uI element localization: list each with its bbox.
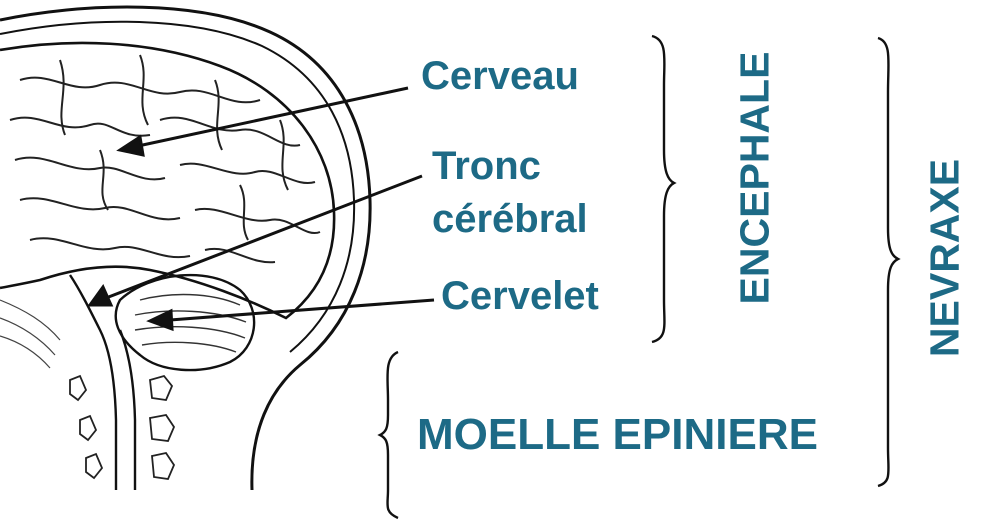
- skull-inner-outline: [0, 22, 354, 352]
- encephale-brace: [652, 36, 674, 342]
- brain-gyri: [10, 55, 320, 262]
- label-moelle-epiniere: MOELLE EPINIERE: [417, 413, 818, 457]
- nevraxe-brace: [878, 38, 898, 486]
- moelle-brace: [380, 352, 398, 518]
- neck-tissue-lines: [0, 300, 60, 368]
- vertebrae: [70, 376, 174, 479]
- pointer-arrows: [90, 88, 434, 329]
- label-tronc-line2: cérébral: [432, 199, 588, 239]
- label-cervelet: Cervelet: [441, 276, 599, 316]
- label-cerveau: Cerveau: [421, 56, 579, 96]
- label-tronc-line1: Tronc: [432, 146, 541, 186]
- spinal-cord-outline: [120, 330, 135, 490]
- cerebellum-outline: [116, 275, 254, 370]
- cerebellum-folia: [135, 295, 246, 352]
- skull-outline: [0, 7, 370, 490]
- brainstem-outline: [70, 275, 116, 490]
- label-nevraxe: NEVRAXE: [925, 159, 966, 357]
- label-encephale: ENCEPHALE: [735, 52, 776, 305]
